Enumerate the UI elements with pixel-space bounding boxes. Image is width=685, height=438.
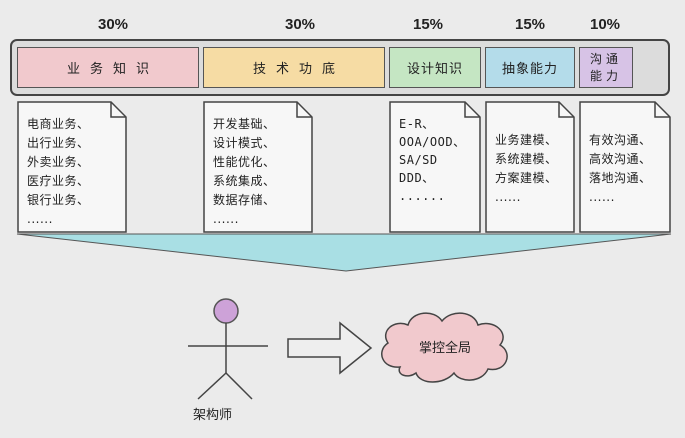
right-arrow-icon xyxy=(287,321,373,375)
cloud-icon xyxy=(381,312,508,383)
category-label: 抽象能力 xyxy=(501,62,558,77)
category-design-knowledge: 设计知识 xyxy=(389,47,481,88)
percent-design: 15% xyxy=(412,16,444,33)
percent-business: 30% xyxy=(97,16,129,33)
document-icon xyxy=(17,101,127,233)
category-tech-foundation: 技术功底 xyxy=(203,47,385,88)
percent-tech: 30% xyxy=(284,16,316,33)
document-icon xyxy=(485,101,575,233)
percent-communication: 10% xyxy=(589,16,621,33)
document-text: 有效沟通、 高效沟通、 落地沟通、 ...... xyxy=(589,133,652,204)
document-icon xyxy=(579,101,671,233)
document-icon xyxy=(389,101,481,233)
category-label: 设计知识 xyxy=(406,62,463,77)
document-icon xyxy=(203,101,313,233)
document-text: 电商业务、 出行业务、 外卖业务、 医疗业务、 银行业务、 ...... xyxy=(27,117,90,226)
architect-person-icon xyxy=(188,298,268,400)
category-label-line2: 能力 xyxy=(589,68,622,83)
document-text: 业务建模、 系统建模、 方案建模、 ...... xyxy=(495,133,558,204)
category-label: 业务知识 xyxy=(66,62,159,77)
document-text: E-R、 OOA/OOD、 SA/SD DDD、 ...... xyxy=(399,117,466,203)
category-label: 技术功底 xyxy=(252,62,345,77)
architect-label: 架构师 xyxy=(193,408,233,423)
category-label-line1: 沟通 xyxy=(589,51,622,66)
percent-abstraction: 15% xyxy=(514,16,546,33)
category-abstraction-ability: 抽象能力 xyxy=(485,47,575,88)
document-text: 开发基础、 设计模式、 性能优化、 系统集成、 数据存储、 ...... xyxy=(213,117,276,226)
category-business-knowledge: 业务知识 xyxy=(17,47,199,88)
category-communication-ability: 沟通 能力 xyxy=(579,47,633,88)
goal-label: 掌控全局 xyxy=(418,341,471,356)
